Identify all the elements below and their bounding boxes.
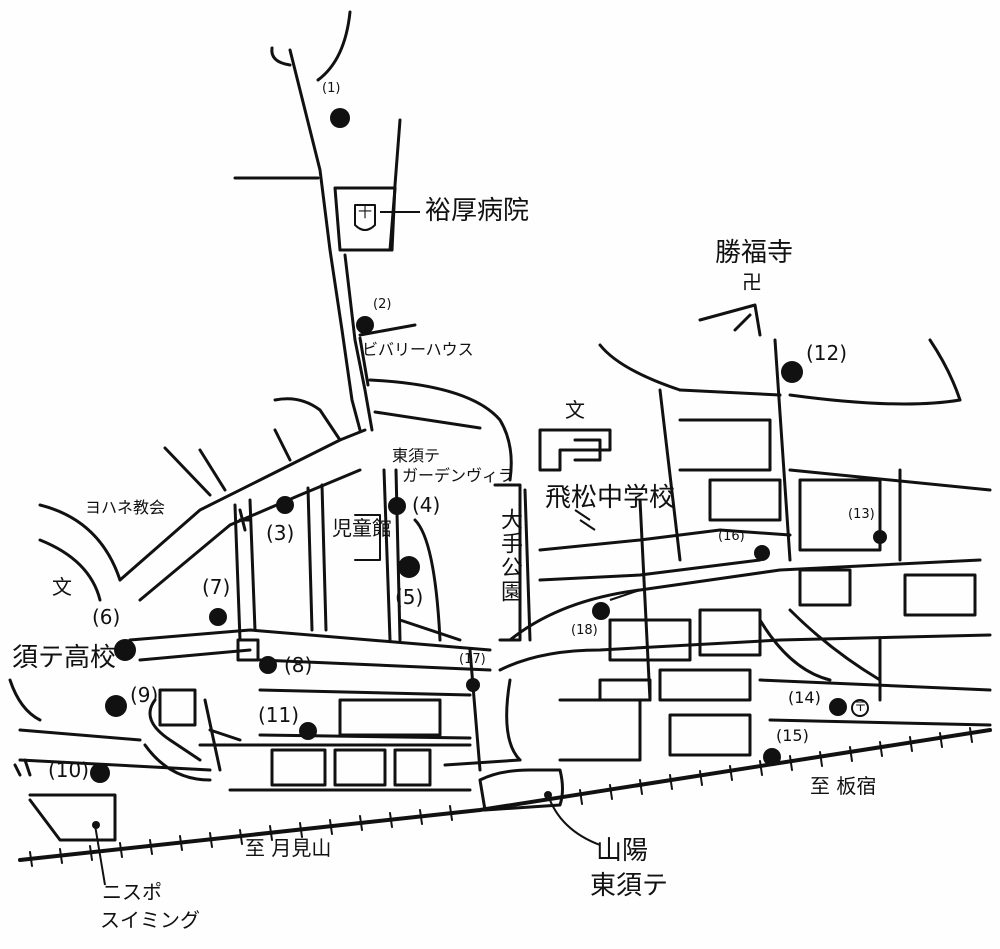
marker-label-12: (12) — [806, 341, 848, 365]
yohane-church-label: ヨハネ教会 — [85, 498, 166, 517]
higashisuma-station-label: 東須テ — [590, 871, 669, 901]
garden-villa-label-line2: ガーデンヴィラ — [402, 466, 515, 485]
marker-label-13: (13) — [848, 507, 875, 522]
beverly-house-label: ビバリーハウス — [362, 340, 474, 359]
marker-label-14: (14) — [788, 688, 821, 707]
marker-label-11: (11) — [258, 703, 300, 727]
post-office-symbol: 〒 — [854, 700, 868, 715]
marker-dot-5 — [398, 556, 420, 578]
marker-label-15: (15) — [776, 726, 809, 745]
marker-label-2: (2) — [373, 297, 392, 312]
marker-dot-15 — [763, 748, 781, 766]
ote-park-label: 大手公園 — [497, 508, 522, 604]
suma-high-school-label: 須テ高校 — [12, 643, 117, 673]
marker-label-16: (16) — [718, 529, 745, 544]
takamatsu-junior-high-label: 飛松中学校 — [545, 483, 676, 513]
sanyo-label: 山陽 — [596, 836, 649, 866]
marker-label-3: (3) — [266, 521, 295, 545]
marker-dot-17 — [466, 678, 480, 692]
marker-dot-9 — [105, 695, 127, 717]
jidoukan-label: 児童館 — [332, 516, 392, 540]
hospital-label: 裕厚病院 — [425, 196, 530, 226]
to-itayado-label: 至 板宿 — [810, 774, 877, 798]
hospital-cross-icon: 十 — [358, 205, 372, 221]
marker-dot-1 — [330, 108, 350, 128]
marker-dot-2 — [356, 316, 374, 334]
marker-label-18: (18) — [571, 623, 598, 638]
marker-label-17: (17) — [459, 652, 486, 667]
marker-label-10: (10) — [48, 758, 90, 782]
marker-label-7: (7) — [202, 575, 231, 599]
marker-label-4: (4) — [412, 493, 441, 517]
temple-symbol: 卍 — [742, 270, 762, 294]
to-tsukimiyama-label: 至 月見山 — [245, 836, 332, 860]
marker-dot-16 — [754, 545, 770, 561]
marker-label-8: (8) — [284, 653, 313, 677]
marker-label-6: (6) — [92, 605, 121, 629]
school-symbol-left: 文 — [52, 575, 72, 599]
post-office-icon — [851, 699, 869, 717]
marker-dot-6 — [114, 639, 136, 661]
marker-dot-3 — [276, 496, 294, 514]
marker-dot-18 — [592, 602, 610, 620]
marker-dot-7 — [209, 608, 227, 626]
marker-dot-10 — [90, 763, 110, 783]
garden-villa-label-line1: 東須テ — [392, 446, 441, 465]
marker-label-1: (1) — [322, 81, 341, 96]
marker-dot-14 — [829, 698, 847, 716]
school-symbol-center: 文 — [565, 398, 585, 422]
marker-label-9: (9) — [130, 683, 159, 707]
marker-dot-4 — [388, 497, 406, 515]
map-markers — [90, 108, 887, 829]
marker-dot-12 — [781, 361, 803, 383]
marker-label-5: (5) — [395, 585, 424, 609]
nisspo-label: ニスポ — [102, 880, 162, 904]
swimming-label: スイミング — [100, 908, 200, 932]
shofukuji-label: 勝福寺 — [715, 238, 794, 268]
marker-dot-13 — [873, 530, 887, 544]
marker-dot-8 — [259, 656, 277, 674]
marker-dot-11 — [299, 722, 317, 740]
